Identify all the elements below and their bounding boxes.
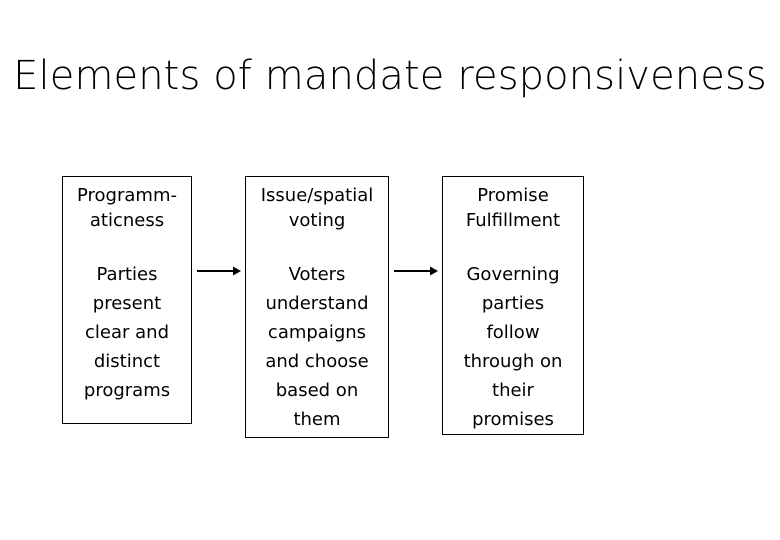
- flow-box-programmaticness[interactable]: Programm- aticness Parties present clear…: [62, 176, 192, 424]
- flow-box-body: Voters understand campaigns and choose b…: [265, 264, 369, 430]
- flow-box-header: Issue/spatial voting: [260, 185, 374, 231]
- page-title: Elements of mandate responsiveness: [13, 53, 767, 99]
- flow-box-promise-fulfillment[interactable]: Promise Fulfillment Governing parties fo…: [442, 176, 584, 435]
- flow-box-body: Governing parties follow through on thei…: [463, 264, 563, 430]
- right-arrow-icon: [197, 264, 241, 278]
- flow-box-issue-spatial-voting[interactable]: Issue/spatial voting Voters understand c…: [245, 176, 389, 438]
- flow-box-header: Promise Fulfillment: [465, 185, 561, 231]
- flow-box-body: Parties present clear and distinct progr…: [83, 264, 171, 401]
- right-arrow-icon: [394, 264, 438, 278]
- flow-box-header: Programm- aticness: [77, 185, 177, 231]
